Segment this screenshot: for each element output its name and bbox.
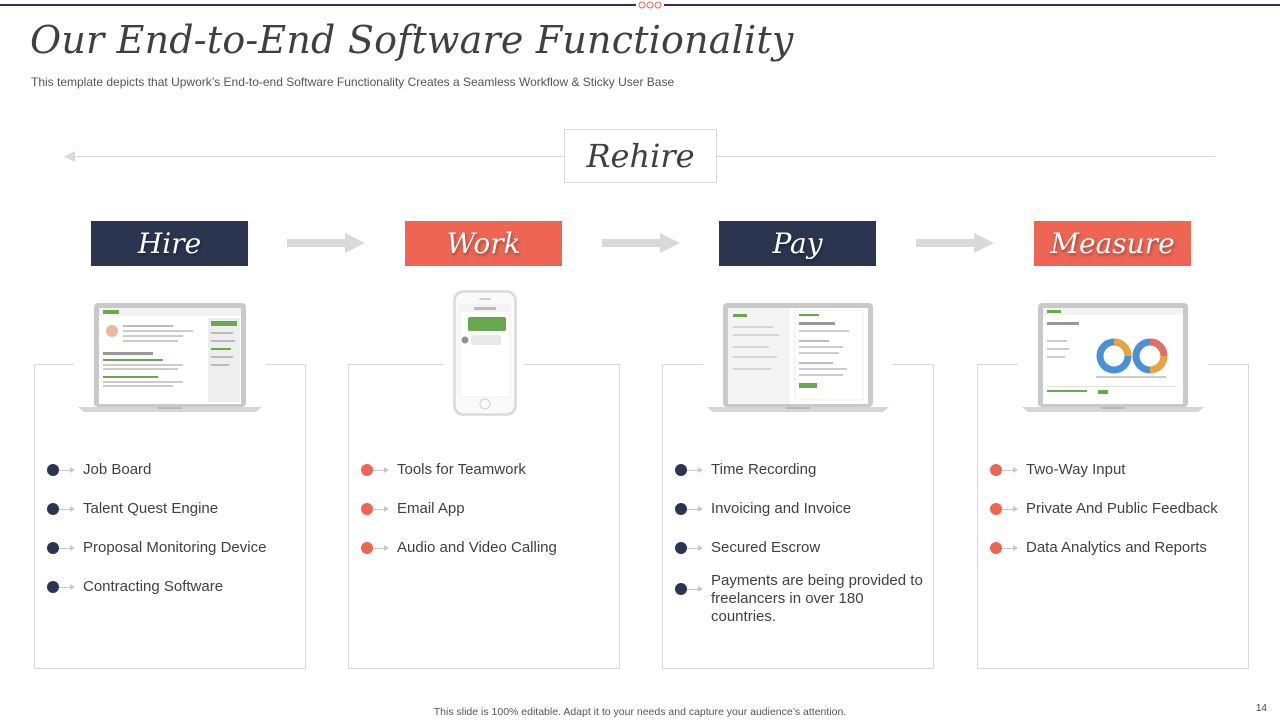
footer-note: This slide is 100% editable. Adapt it to… (433, 706, 847, 718)
list-item: Tools for Teamwork (361, 460, 611, 481)
page-subtitle: This template depicts that Upwork’s End-… (31, 75, 675, 89)
flow-arrow-icon (287, 233, 365, 253)
list-item: Contracting Software (47, 577, 297, 598)
feature-label: Tools for Teamwork (397, 461, 526, 478)
bullet-marker-icon (675, 499, 705, 520)
bullet-marker-icon (47, 538, 77, 559)
list-item: Email App (361, 499, 611, 520)
bullet-marker-icon (47, 499, 77, 520)
feature-label: Time Recording (711, 461, 817, 478)
page-title: Our End-to-End Software Functionality (30, 18, 794, 62)
list-item: Invoicing and Invoice (675, 499, 930, 520)
list-item: Talent Quest Engine (47, 499, 297, 520)
work-feature-list: Tools for Teamwork Email App Audio and V… (361, 460, 611, 577)
feature-label: Payments are being provided to freelance… (711, 572, 923, 625)
feature-label: Invoicing and Invoice (711, 500, 852, 517)
bullet-marker-icon (675, 579, 705, 600)
feature-label: Two-Way Input (1026, 461, 1126, 478)
bullet-marker-icon (990, 538, 1020, 559)
list-item: Secured Escrow (675, 538, 930, 559)
list-item: Two-Way Input (990, 460, 1245, 481)
feature-label: Data Analytics and Reports (1026, 539, 1207, 556)
page-number: 14 (1255, 703, 1267, 714)
bullet-marker-icon (361, 538, 391, 559)
feature-label: Proposal Monitoring Device (83, 539, 267, 556)
bullet-marker-icon (361, 460, 391, 481)
feature-label: Email App (397, 500, 465, 517)
stage-header-measure: Measure (1034, 221, 1191, 266)
bullet-marker-icon (675, 460, 705, 481)
feature-label: Secured Escrow (711, 539, 821, 556)
flow-arrow-icon (916, 233, 994, 253)
bullet-marker-icon (47, 577, 77, 598)
list-item: Audio and Video Calling (361, 538, 611, 559)
flow-arrow-icon (602, 233, 680, 253)
measure-feature-list: Two-Way Input Private And Public Feedbac… (990, 460, 1245, 577)
bullet-marker-icon (990, 499, 1020, 520)
rehire-line-left (70, 156, 564, 157)
hire-feature-list: Job Board Talent Quest Engine Proposal M… (47, 460, 297, 616)
top-ornament-icon (636, 1, 664, 9)
list-item: Proposal Monitoring Device (47, 538, 297, 559)
pay-feature-list: Time Recording Invoicing and Invoice Sec… (675, 460, 930, 644)
laptop-icon (1018, 300, 1208, 416)
laptop-icon (74, 300, 266, 416)
feature-label: Job Board (83, 461, 152, 478)
list-item: Job Board (47, 460, 297, 481)
rehire-line-right (717, 156, 1215, 157)
rehire-arrowhead-icon (64, 151, 75, 162)
feature-label: Contracting Software (83, 578, 224, 595)
stage-header-work: Work (405, 221, 562, 266)
bullet-marker-icon (361, 499, 391, 520)
feature-label: Talent Quest Engine (83, 500, 219, 517)
list-item: Payments are being provided to freelance… (675, 571, 930, 626)
list-item: Data Analytics and Reports (990, 538, 1245, 559)
bullet-marker-icon (47, 460, 77, 481)
laptop-icon (703, 300, 893, 416)
bullet-marker-icon (990, 460, 1020, 481)
feature-label: Private And Public Feedback (1026, 500, 1218, 517)
feature-label: Audio and Video Calling (397, 539, 557, 556)
smartphone-icon (444, 287, 524, 419)
bullet-marker-icon (675, 538, 705, 559)
list-item: Private And Public Feedback (990, 499, 1245, 520)
rehire-label: Rehire (564, 129, 717, 183)
stage-header-pay: Pay (719, 221, 876, 266)
stage-header-hire: Hire (91, 221, 248, 266)
list-item: Time Recording (675, 460, 930, 481)
